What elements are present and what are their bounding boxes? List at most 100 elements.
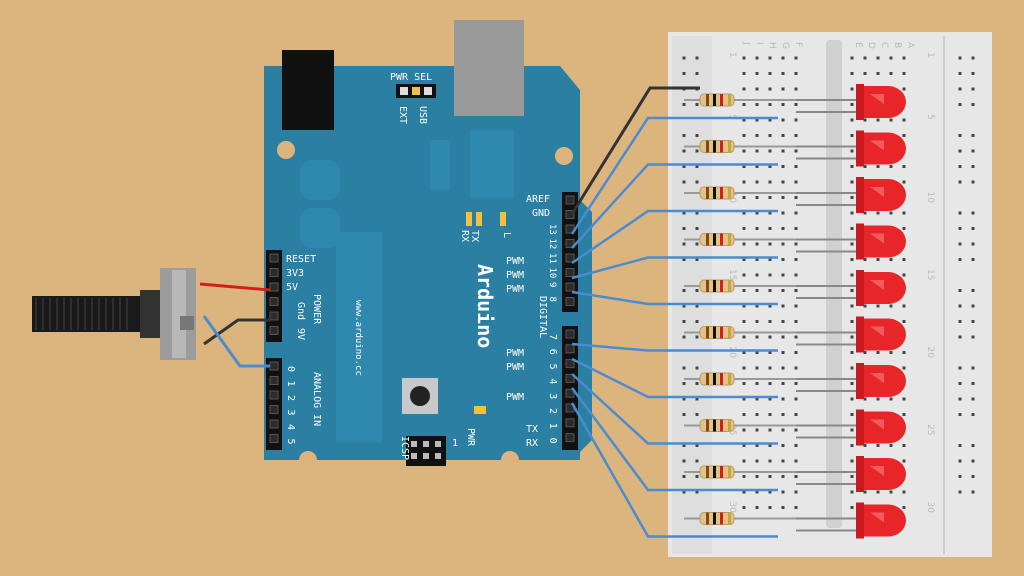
digital-pin-4: 4 <box>547 378 558 384</box>
header-pin[interactable] <box>565 253 575 263</box>
breadboard-hole <box>902 227 906 230</box>
breadboard-rail-hole <box>971 335 975 339</box>
breadboard-hole <box>794 103 798 106</box>
breadboard-hole <box>889 72 893 75</box>
breadboard-hole <box>768 134 772 137</box>
header-pin[interactable] <box>269 282 279 292</box>
header-pin[interactable] <box>269 376 279 385</box>
breadboard-hole <box>902 490 906 494</box>
breadboard-rail-hole <box>682 211 686 215</box>
breadboard-hole <box>794 444 798 447</box>
breadboard-rail-hole <box>682 413 686 416</box>
breadboard-rail-hole <box>695 459 699 463</box>
9v-label: 9V <box>295 328 306 340</box>
header-pin[interactable] <box>269 419 279 429</box>
breadboard-hole <box>755 320 759 323</box>
column-label-i: I <box>754 42 764 45</box>
breadboard-rail-hole <box>682 165 686 168</box>
header-pin[interactable] <box>565 282 575 292</box>
breadboard-hole <box>742 56 746 60</box>
header-pin[interactable] <box>565 418 575 428</box>
breadboard-hole <box>768 397 772 401</box>
pwm-label-3: PWM <box>506 392 524 403</box>
header-pin[interactable] <box>269 297 279 306</box>
header-pin[interactable] <box>269 311 279 321</box>
wire-gnd-to-breadboard <box>570 86 700 215</box>
breadboard-rail-hole <box>682 382 686 385</box>
header-pin[interactable] <box>565 344 575 354</box>
breadboard-hole <box>768 242 772 246</box>
breadboard-hole <box>781 118 785 122</box>
header-pin[interactable] <box>565 195 575 205</box>
breadboard-hole <box>768 413 772 416</box>
header-pin[interactable] <box>565 433 575 443</box>
breadboard-hole <box>850 165 854 168</box>
breadboard-rail-hole <box>682 335 686 339</box>
header-pin[interactable] <box>565 359 575 369</box>
header-pin[interactable] <box>269 253 279 263</box>
breadboard-rail-hole <box>695 211 699 215</box>
gnd-label: GND <box>532 208 550 219</box>
resistor <box>699 279 735 293</box>
breadboard-hole <box>889 56 893 60</box>
header-pin[interactable] <box>565 239 575 248</box>
header-pin[interactable] <box>565 210 575 219</box>
breadboard-hole <box>781 56 785 60</box>
digital-pin-11: 11 <box>547 253 557 264</box>
header-pin[interactable] <box>565 297 575 306</box>
breadboard-hole <box>850 134 854 137</box>
breadboard-rail-hole <box>971 165 975 168</box>
breadboard-hole <box>755 103 759 106</box>
breadboard-hole <box>794 506 798 509</box>
breadboard-hole <box>742 397 746 401</box>
breadboard-hole <box>794 196 798 199</box>
breadboard-hole <box>768 196 772 199</box>
header-pin[interactable] <box>269 390 279 400</box>
header-pin[interactable] <box>565 388 575 398</box>
digital-pin-8: 8 <box>547 297 557 302</box>
header-pin[interactable] <box>269 405 279 414</box>
breadboard-hole <box>755 366 759 370</box>
header-pin[interactable] <box>565 329 575 339</box>
breadboard-hole <box>768 304 772 308</box>
breadboard-rail-hole <box>971 459 975 463</box>
wire-signal <box>570 402 778 538</box>
header-pin[interactable] <box>269 361 279 371</box>
breadboard-hole <box>863 56 867 60</box>
breadboard-hole <box>742 273 746 277</box>
breadboard-hole <box>755 444 759 447</box>
header-pin[interactable] <box>565 268 575 277</box>
tx-led-label: TX <box>469 230 480 242</box>
wire-signal <box>571 290 778 306</box>
breadboard-rail-hole <box>958 304 962 308</box>
breadboard-hole <box>850 320 854 323</box>
breadboard-rail-hole <box>958 335 962 339</box>
breadboard-hole <box>850 428 854 432</box>
breadboard-hole <box>781 335 785 339</box>
breadboard-rail-hole <box>971 149 975 153</box>
potentiometer-shaft[interactable] <box>32 296 144 332</box>
header-pin[interactable] <box>565 373 575 383</box>
breadboard-hole <box>850 227 854 230</box>
breadboard-hole <box>768 444 772 447</box>
potentiometer[interactable] <box>32 268 196 360</box>
breadboard-hole <box>755 273 759 277</box>
breadboard-hole <box>755 382 759 385</box>
breadboard-hole <box>794 459 798 463</box>
breadboard-rail-hole <box>695 134 699 137</box>
breadboard-hole <box>794 227 798 230</box>
digital-pin-13: 13 <box>547 224 557 235</box>
header-pin[interactable] <box>269 434 279 443</box>
header-pin[interactable] <box>269 268 279 277</box>
breadboard-rail-hole <box>695 180 699 184</box>
breadboard-hole <box>794 134 798 137</box>
breadboard-rail-hole <box>958 180 962 184</box>
breadboard-hole <box>768 366 772 370</box>
breadboard-hole <box>755 289 759 292</box>
digital-pin-1: 1 <box>547 423 558 429</box>
breadboard-hole <box>876 397 880 401</box>
icsp-pin <box>423 441 429 447</box>
breadboard-hole <box>755 428 759 432</box>
column-label-c: C <box>879 42 889 48</box>
header-pin[interactable] <box>269 326 279 335</box>
